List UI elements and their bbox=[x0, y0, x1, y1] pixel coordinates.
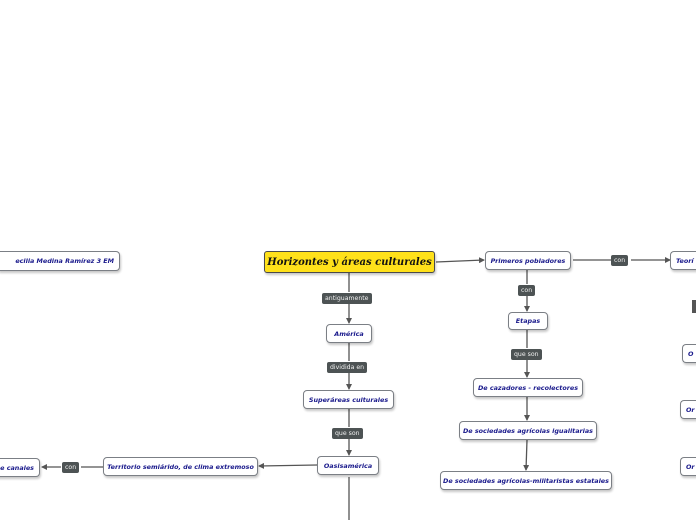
tag-dividida-en: dividida en bbox=[327, 362, 368, 373]
tag-que-son-1: que son bbox=[332, 428, 363, 439]
node-america[interactable]: América bbox=[326, 324, 372, 343]
connector-oasisamerica-territorio bbox=[258, 462, 318, 469]
tag-antiguamente: antiguamente bbox=[322, 293, 372, 304]
node-oasisamerica[interactable]: Oasisamérica bbox=[317, 456, 379, 475]
node-cazadores-recolectores[interactable]: De cazadores - recolectores bbox=[473, 378, 583, 397]
node-superareas-culturales[interactable]: Superáreas culturales bbox=[303, 390, 394, 409]
tag-que-son-2: que son bbox=[511, 349, 542, 360]
node-canales[interactable]: e canales bbox=[0, 458, 40, 477]
node-sociedades-igualitarias[interactable]: De sociedades agrícolas igualitarias bbox=[459, 421, 597, 440]
node-etapas[interactable]: Etapas bbox=[508, 312, 548, 330]
tag-con-canales: con bbox=[62, 462, 80, 473]
node-sociedades-militaristas[interactable]: De sociedades agrícolas-militaristas est… bbox=[440, 471, 612, 490]
tag-con-teoria: con bbox=[611, 255, 629, 266]
tag-con-etapas: con bbox=[518, 285, 536, 296]
connector-root-primeros bbox=[435, 257, 485, 264]
node-territorio[interactable]: Territorio semiárido, de clima extremoso bbox=[103, 457, 258, 476]
node-right-or-1[interactable]: Or bbox=[680, 400, 696, 419]
node-right-or-2[interactable]: Or bbox=[680, 457, 696, 476]
offscreen-node-edge bbox=[692, 300, 696, 313]
connector-igualitarias-militaristas bbox=[523, 439, 530, 471]
root-topic[interactable]: Horizontes y áreas culturales bbox=[264, 251, 435, 273]
node-primeros-pobladores[interactable]: Primeros pobladores bbox=[485, 251, 571, 270]
node-teoria[interactable]: Teorí bbox=[670, 251, 696, 270]
node-right-o[interactable]: O bbox=[682, 344, 696, 363]
author-node[interactable]: ecilia Medina Ramírez 3 EM bbox=[0, 251, 120, 271]
